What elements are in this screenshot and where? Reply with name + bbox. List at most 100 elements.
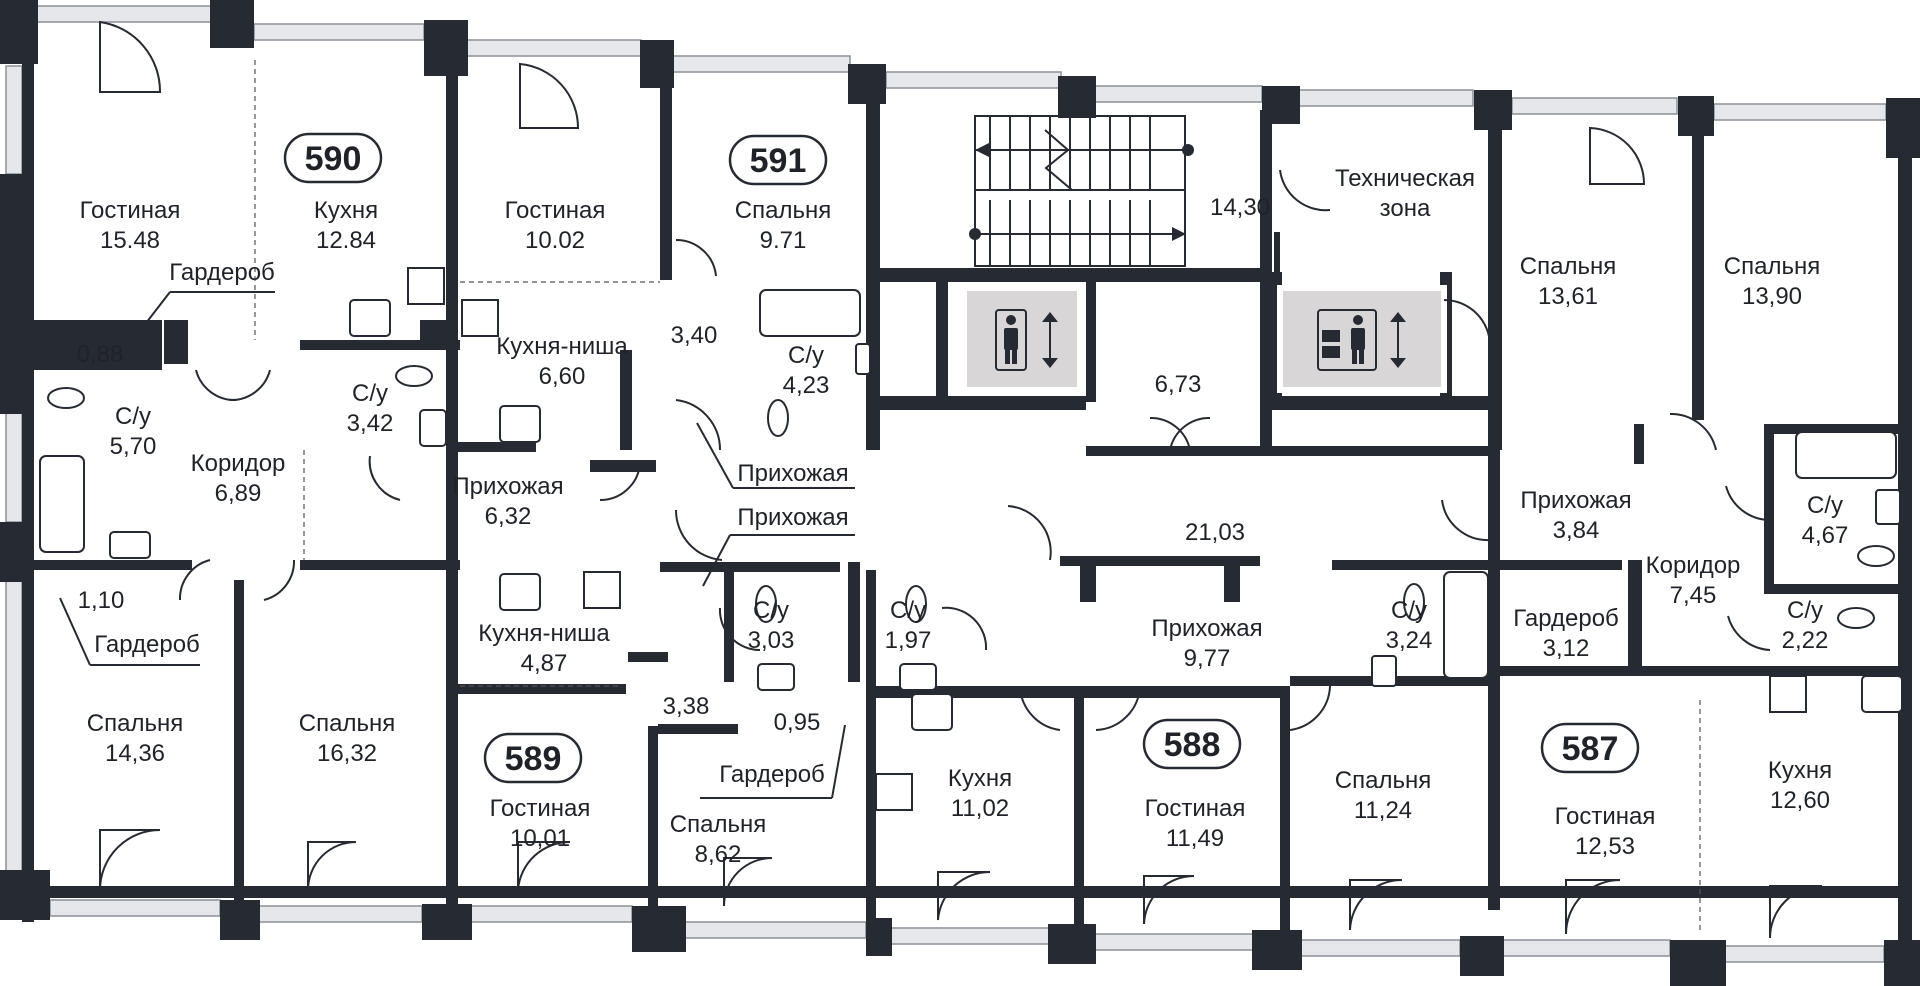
room-name: Техническая <box>1335 165 1475 192</box>
room-area: 3,40 <box>671 322 718 349</box>
room-name: Прихожая <box>1520 487 1631 514</box>
room-area: 0,88 <box>77 341 124 368</box>
room-name: Кухня <box>314 197 378 224</box>
apartment-number: 589 <box>505 740 562 778</box>
room-name: С/у <box>890 597 926 624</box>
apartment-number: 591 <box>750 142 807 180</box>
stove-icon <box>407 267 1807 811</box>
room-area: 11,02 <box>951 795 1009 822</box>
apartment-badge-588: 588 <box>1142 718 1242 770</box>
room-area: 3,42 <box>347 410 394 437</box>
room-r16: Коридор 6,89 <box>191 450 286 507</box>
room-name: Спальня <box>87 710 183 737</box>
elevator-icon <box>995 309 1058 371</box>
room-area: 21,03 <box>1185 519 1245 546</box>
room-r3: Гостиная 10.02 <box>505 197 606 254</box>
room-area: 12.84 <box>316 227 376 254</box>
room-area: 6,73 <box>1155 371 1202 398</box>
sink-icon <box>109 299 1903 731</box>
room-area: 16,32 <box>317 740 377 767</box>
room-area: 10.02 <box>525 227 585 254</box>
room-name: С/у <box>1391 597 1427 624</box>
room-name: С/у <box>352 380 388 407</box>
room-area: 14,36 <box>105 740 165 767</box>
room-r15: Кухня-ниша 6,60 <box>496 333 628 390</box>
room-area: 12,60 <box>1770 787 1830 814</box>
room-r30: 3,38 <box>663 693 710 720</box>
room-r24: С/у3,03 <box>748 597 795 654</box>
room-name: С/у <box>1787 597 1823 624</box>
door-swings <box>99 20 1823 939</box>
room-area: 1,10 <box>78 587 125 614</box>
room-r14: С/у 3,42 <box>347 380 394 437</box>
room-area: 6,89 <box>215 480 262 507</box>
leader-lines <box>59 291 855 799</box>
apartment-badge-591: 591 <box>728 134 828 186</box>
room-r7: Спальня 13,61 <box>1520 253 1616 310</box>
room-name: Коридор <box>191 450 286 477</box>
room-area: 13,61 <box>1538 283 1598 310</box>
callout-c5: Гардероб <box>719 761 825 788</box>
room-r6: Техническая зона <box>1335 165 1475 222</box>
callout-c1: Гардероб <box>169 259 275 286</box>
room-name: Коридор <box>1646 552 1741 579</box>
room-r18: 21,03 <box>1185 519 1245 546</box>
room-name: Спальня <box>299 710 395 737</box>
stairs-icon <box>969 115 1194 267</box>
room-area: 9.71 <box>760 227 807 254</box>
room-name: Спальня <box>1335 767 1431 794</box>
room-area: 1,97 <box>885 627 932 654</box>
room-r20: С/у4,67 <box>1802 492 1849 549</box>
room-name: Кухня <box>1768 757 1832 784</box>
room-area: 5,70 <box>110 433 157 460</box>
room-name: С/у <box>115 403 151 430</box>
room-r4: Спальня 9.71 <box>735 197 831 254</box>
room-r37: Спальня 11,24 <box>1335 767 1431 824</box>
room-r2: Кухня 12.84 <box>314 197 378 254</box>
room-area: 8,62 <box>695 841 742 868</box>
room-name: Прихожая <box>1151 615 1262 642</box>
room-r33: Спальня 16,32 <box>299 710 395 767</box>
room-name: Гостиная <box>1555 803 1656 830</box>
toilet-icon <box>47 365 1895 629</box>
room-area: 7,45 <box>1670 582 1717 609</box>
apartment-badges: 590 591 589 588 587 <box>283 132 1640 784</box>
room-name: Спальня <box>1520 253 1616 280</box>
room-area: зона <box>1380 195 1431 222</box>
room-r38: Кухня 12,60 <box>1768 757 1832 814</box>
room-r13: С/у 5,70 <box>110 403 157 460</box>
apartment-number: 587 <box>1562 730 1619 768</box>
room-name: Гостиная <box>505 197 606 224</box>
room-name: Гостиная <box>490 795 591 822</box>
room-area: 2,22 <box>1782 627 1829 654</box>
room-r11: С/у4,23 <box>783 342 830 399</box>
apartment-badge-590: 590 <box>283 132 383 184</box>
room-r27: С/у 3,24 <box>1386 597 1433 654</box>
room-r21: Коридор 7,45 <box>1646 552 1741 609</box>
room-r25: С/у 1,97 <box>885 597 932 654</box>
apartment-badge-589: 589 <box>483 732 583 784</box>
room-area: 6,60 <box>539 363 586 390</box>
room-labels: Гостиная15.48Кухня12.84Гостиная10.02Спал… <box>77 165 1849 868</box>
room-name: Спальня <box>670 811 766 838</box>
room-name: Спальня <box>735 197 831 224</box>
room-r40: Спальня 8,62 <box>670 811 766 868</box>
room-area: 13,90 <box>1742 283 1802 310</box>
room-area: 12,53 <box>1575 833 1635 860</box>
room-r22: 1,10 <box>78 587 125 614</box>
room-area: 3,24 <box>1386 627 1433 654</box>
room-area: 11,24 <box>1354 797 1412 824</box>
room-r10: 3,40 <box>671 322 718 349</box>
room-area: 0,95 <box>774 709 821 736</box>
room-name: Гостиная <box>1145 795 1246 822</box>
room-name: Кухня-ниша <box>496 333 628 360</box>
